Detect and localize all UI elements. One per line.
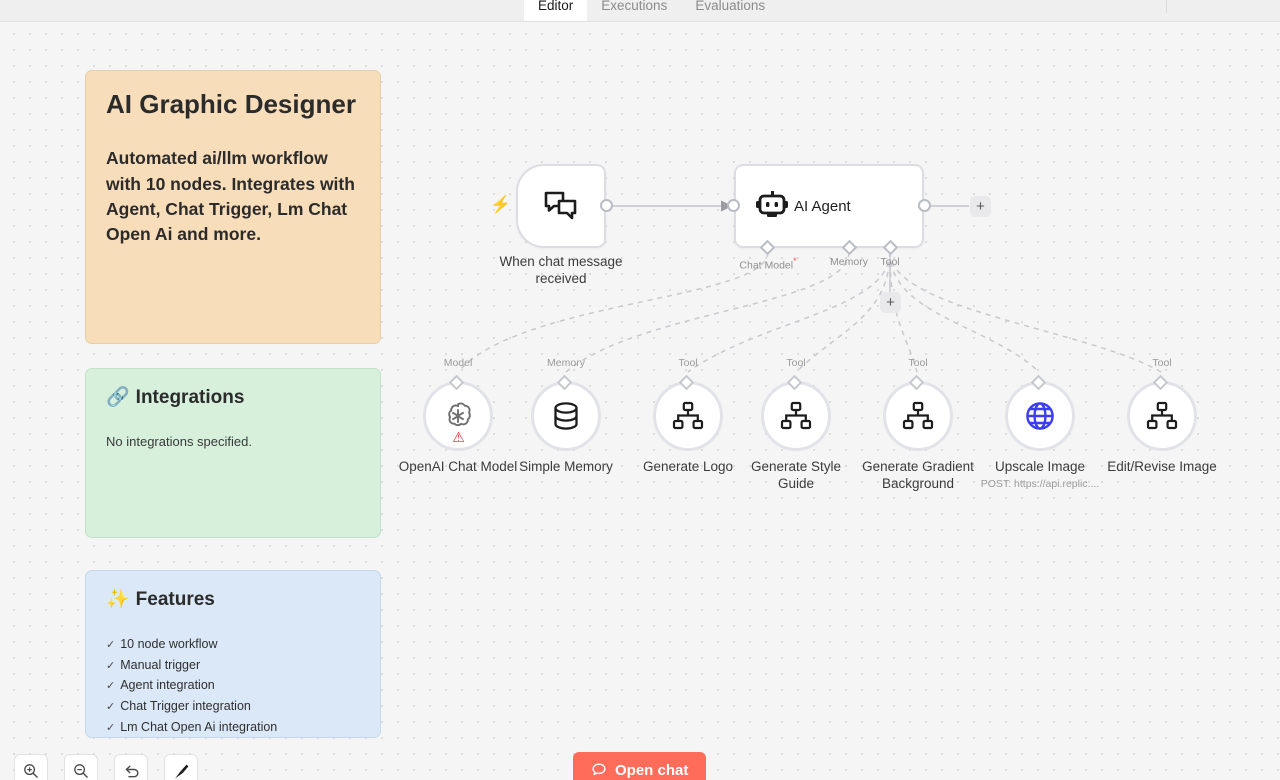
feature-item: ✓ Manual trigger	[106, 655, 360, 676]
sticky-features-title: Features	[135, 589, 215, 610]
node-ai-agent[interactable]: AI Agent Chat Model* Memory Tool + +	[727, 164, 991, 313]
sparkles-icon: ✨	[106, 589, 130, 610]
check-icon: ✓	[106, 638, 116, 651]
add-tool-button[interactable]: +	[880, 292, 901, 313]
feature-item: ✓ Chat Trigger integration	[106, 696, 360, 717]
zoom-in-button[interactable]	[14, 754, 48, 780]
features-list: ✓ 10 node workflow ✓ Manual trigger ✓ Agent i…	[106, 634, 360, 738]
undo-arrow-icon	[125, 765, 138, 778]
subnode-subtitle: POST: https://api.replic:...	[980, 478, 1100, 490]
feature-item: ✓ 10 node workflow	[106, 634, 360, 655]
subnode-type-label: Model	[443, 357, 473, 369]
agent-port-chat-model-label: Chat Model*	[739, 256, 797, 272]
subnode-circle[interactable]	[883, 374, 953, 451]
chat-bubbles-icon	[544, 191, 577, 220]
feature-item: ✓ Lm Chat Open Ai integration	[106, 717, 360, 738]
sticky-overview-body: Automated ai/llm workflow with 10 nodes.…	[106, 148, 355, 245]
agent-input-port[interactable]	[727, 199, 740, 212]
subnode-type-label: Tool	[678, 357, 698, 369]
sticky-integrations-heading: 🔗 Integrations	[106, 387, 360, 410]
subnode-circle[interactable]	[1127, 374, 1197, 451]
subnode-label: Generate Logo	[642, 459, 734, 474]
subnode-circle[interactable]	[653, 374, 723, 451]
required-asterisk: *	[793, 256, 797, 266]
agent-port-tool-label: Tool	[880, 256, 900, 268]
sticky-integrations-title: Integrations	[135, 387, 245, 408]
subnode-circle[interactable]	[761, 374, 831, 451]
link-icon: 🔗	[106, 387, 130, 408]
sitemap-icon	[902, 401, 934, 430]
chat-bubble-icon	[592, 763, 606, 776]
chat-trigger-box[interactable]	[516, 164, 606, 248]
ai-agent-box[interactable]: AI Agent	[734, 164, 924, 248]
zoom-in-icon	[24, 764, 38, 778]
tab-editor[interactable]: Editor	[524, 0, 588, 21]
subnode-label: Generate Style Guide	[750, 459, 842, 491]
add-next-node-button[interactable]: +	[970, 196, 991, 217]
sticky-overview-title: AI Graphic Designer	[106, 89, 356, 119]
subnode-type-label: Tool	[786, 357, 806, 369]
subnode-label: Generate Gradient Background	[862, 459, 974, 491]
side-panel-edge	[1166, 0, 1167, 13]
sticky-features-heading: ✨ Features	[106, 589, 360, 612]
feature-item-label: Manual trigger	[120, 657, 201, 672]
subnode-label: Upscale Image	[994, 459, 1086, 474]
subnode-circle[interactable]: ⚠	[423, 374, 493, 451]
feature-item-label: Lm Chat Open Ai integration	[120, 720, 278, 735]
feature-item-label: Chat Trigger integration	[120, 699, 251, 714]
agent-output-port[interactable]	[918, 199, 931, 212]
chat-trigger-label: When chat message received	[499, 254, 623, 286]
feature-item-label: Agent integration	[120, 678, 215, 693]
zoom-out-button[interactable]	[64, 754, 98, 780]
feature-item: ✓ Agent integration	[106, 675, 360, 696]
check-icon: ✓	[106, 680, 116, 693]
sticky-note-features[interactable]: ✨ Features ✓ 10 node workflow ✓ Manual trig…	[85, 570, 381, 738]
openai-icon	[448, 402, 471, 427]
check-icon: ✓	[106, 659, 116, 672]
subnode-type-label: Tool	[908, 357, 928, 369]
trigger-output-port[interactable]	[600, 199, 613, 212]
reset-zoom-button[interactable]	[114, 754, 148, 780]
subnode-label: Simple Memory	[519, 459, 613, 474]
agent-port-memory-label: Memory	[830, 256, 868, 268]
sticky-integrations-body: No integrations specified.	[106, 433, 252, 449]
open-chat-label: Open chat	[615, 761, 689, 779]
tab-evaluations[interactable]: Evaluations	[695, 0, 766, 13]
feature-item-label: 10 node workflow	[120, 636, 218, 651]
sticky-note-overview[interactable]: AI Graphic Designer Automated ai/llm wor…	[85, 70, 381, 344]
canvas-toolbar	[14, 754, 198, 780]
subnode-circle[interactable]	[531, 374, 601, 451]
editor-tabbar: Editor Executions Evaluations	[0, 0, 1280, 22]
sticky-note-integrations[interactable]: 🔗 Integrations No integrations specified…	[85, 368, 381, 538]
zoom-out-icon	[74, 764, 88, 778]
check-icon: ✓	[106, 701, 116, 714]
robot-icon	[756, 191, 788, 217]
broom-icon	[174, 764, 188, 778]
subnode-label: Edit/Revise Image	[1107, 459, 1217, 474]
tab-executions[interactable]: Executions	[601, 0, 668, 13]
warning-icon: ⚠	[452, 429, 465, 445]
sitemap-icon	[672, 401, 704, 430]
node-chat-trigger[interactable]: ⚡ When chat message received	[490, 164, 623, 286]
subnode-type-label: Memory	[547, 357, 585, 369]
sitemap-icon	[1146, 401, 1178, 430]
ai-agent-name: AI Agent	[794, 197, 851, 215]
tidy-up-button[interactable]	[164, 754, 198, 780]
sitemap-icon	[780, 401, 812, 430]
open-chat-button[interactable]: Open chat	[573, 752, 707, 780]
lightning-bolt-icon: ⚡	[490, 195, 512, 214]
globe-icon	[1026, 402, 1054, 430]
subnode-type-label: Tool	[1152, 357, 1172, 369]
subnode-label: OpenAI Chat Model	[398, 459, 518, 474]
database-icon	[554, 402, 578, 430]
check-icon: ✓	[106, 722, 116, 735]
subnode-circle[interactable]	[1005, 374, 1075, 451]
